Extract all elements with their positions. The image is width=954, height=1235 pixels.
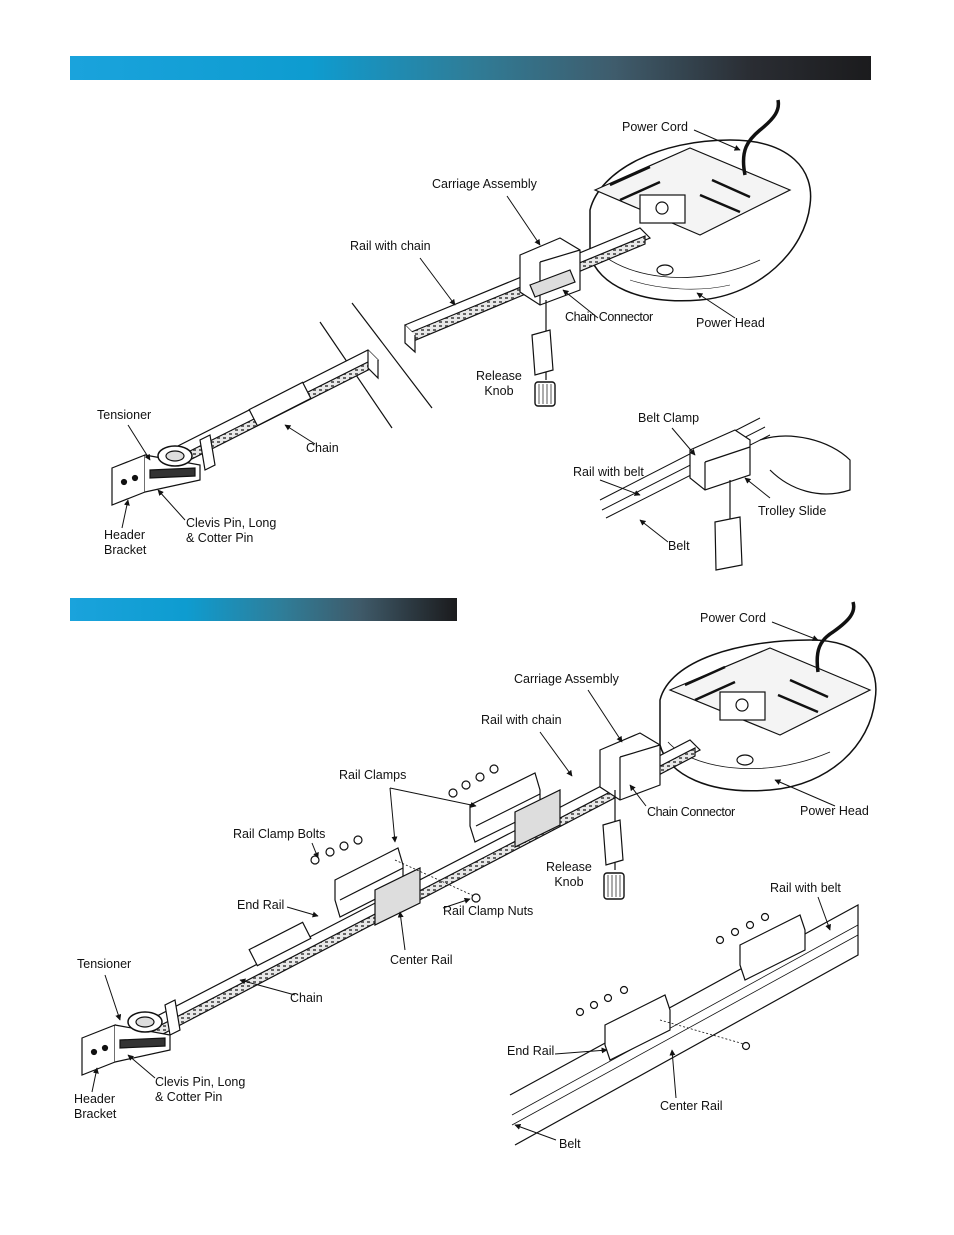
bottom-carriage-shape [599, 732, 661, 801]
top-label-trolley-slide: Trolley Slide [758, 504, 827, 518]
bottom-label-clevis-pin: Clevis Pin, Long & Cotter Pin [155, 1075, 246, 1104]
section-header-band-bottom [70, 598, 457, 621]
bottom-label-carriage-assembly: Carriage Assembly [514, 672, 619, 686]
top-label-rail-with-belt: Rail with belt [573, 465, 644, 479]
bottom-label-end-rail-belt: End Rail [507, 1044, 555, 1058]
top-label-rail-with-chain: Rail with chain [350, 239, 431, 253]
top-label-header-bracket: Header Bracket [104, 528, 147, 557]
top-belt-inset-shape [599, 417, 851, 571]
top-leader-lines [121, 129, 771, 543]
top-label-tensioner: Tensioner [97, 408, 152, 422]
top-rail-lower-shape [158, 349, 380, 471]
bottom-label-chain-connector: Chain Connector [647, 805, 735, 819]
bottom-label-power-cord: Power Cord [700, 611, 766, 625]
top-label-belt-clamp: Belt Clamp [638, 411, 700, 425]
top-header-bracket-shape [111, 445, 201, 506]
bottom-leader-lines [91, 621, 836, 1141]
top-release-knob-shape [531, 300, 556, 407]
bottom-label-rail-with-chain: Rail with chain [481, 713, 562, 727]
top-label-carriage-assembly: Carriage Assembly [432, 177, 537, 191]
bottom-label-rail-with-belt: Rail with belt [770, 881, 841, 895]
bottom-release-knob-shape [602, 790, 625, 900]
bottom-label-power-head: Power Head [800, 804, 869, 818]
bottom-belt-inset-shape [509, 903, 859, 1146]
bottom-label-rail-clamps: Rail Clamps [339, 768, 407, 782]
bottom-label-center-rail: Center Rail [390, 953, 453, 967]
top-label-chain-connector: Chain Connector [565, 310, 653, 324]
bottom-power-head-shape [659, 639, 877, 792]
bottom-rail-clamp-bolt-shapes [310, 764, 499, 903]
bottom-label-chain: Chain [290, 991, 323, 1005]
bottom-label-end-rail: End Rail [237, 898, 285, 912]
bottom-rail-clamp-shapes [334, 772, 561, 926]
bottom-power-cord-shape [815, 601, 856, 673]
top-label-chain: Chain [306, 441, 339, 455]
top-label-clevis-pin: Clevis Pin, Long & Cotter Pin [186, 516, 277, 545]
top-label-release-knob: Release Knob [476, 369, 522, 398]
bottom-label-center-rail-belt: Center Rail [660, 1099, 723, 1113]
bottom-label-release-knob: Release Knob [546, 860, 592, 889]
bottom-label-header-bracket: Header Bracket [74, 1092, 117, 1121]
bottom-label-tensioner: Tensioner [77, 957, 132, 971]
top-label-power-cord: Power Cord [622, 120, 688, 134]
bottom-chain-drive-diagram [81, 601, 877, 1146]
top-power-head-shape [589, 139, 812, 302]
bottom-header-bracket-shape [81, 1011, 171, 1076]
top-label-power-head: Power Head [696, 316, 765, 330]
top-power-cord-shape [741, 99, 781, 176]
top-chain-drive-diagram [111, 99, 851, 571]
top-carriage-shape [519, 237, 581, 306]
bottom-label-rail-clamp-bolts: Rail Clamp Bolts [233, 827, 326, 841]
bottom-label-rail-clamp-nuts: Rail Clamp Nuts [443, 904, 534, 918]
top-label-belt: Belt [668, 539, 690, 553]
section-header-band-top [70, 56, 871, 80]
bottom-label-belt: Belt [559, 1137, 581, 1151]
